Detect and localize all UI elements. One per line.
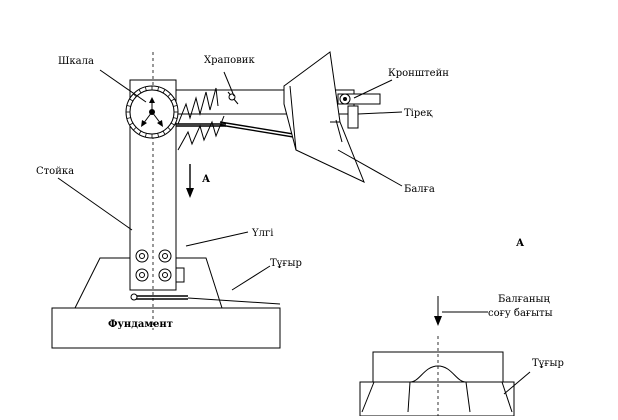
label-hammer-dir-2: соғу бағыты <box>488 308 553 319</box>
bracket <box>335 93 381 143</box>
leader-lines <box>57 69 403 305</box>
label-hammer-dir-1: Балғаның <box>498 294 550 305</box>
support-block <box>359 351 515 417</box>
impact-direction-arrow <box>434 296 442 326</box>
label-support-2: Тұғыр <box>532 358 564 369</box>
label-rack: Стойка <box>36 166 74 177</box>
arrow-a <box>186 164 194 198</box>
cargo-specimen <box>130 293 188 301</box>
label-view-a: А <box>516 238 525 249</box>
label-support: Тұғыр <box>270 258 302 269</box>
label-cargo: Үлгі <box>251 228 273 239</box>
scale-dial <box>125 85 179 139</box>
label-stop: Тіреқ <box>404 108 433 119</box>
foundation <box>51 307 281 349</box>
label-arrow-a: А <box>202 174 211 185</box>
pendulum-hammer <box>283 51 365 183</box>
label-foundation: Фундамент <box>108 319 173 330</box>
label-ratchet: Храповик <box>204 55 255 66</box>
label-bracket: Кронштейн <box>388 68 449 79</box>
label-pendulum: Балға <box>404 184 435 195</box>
label-scale: Шкала <box>58 56 94 67</box>
